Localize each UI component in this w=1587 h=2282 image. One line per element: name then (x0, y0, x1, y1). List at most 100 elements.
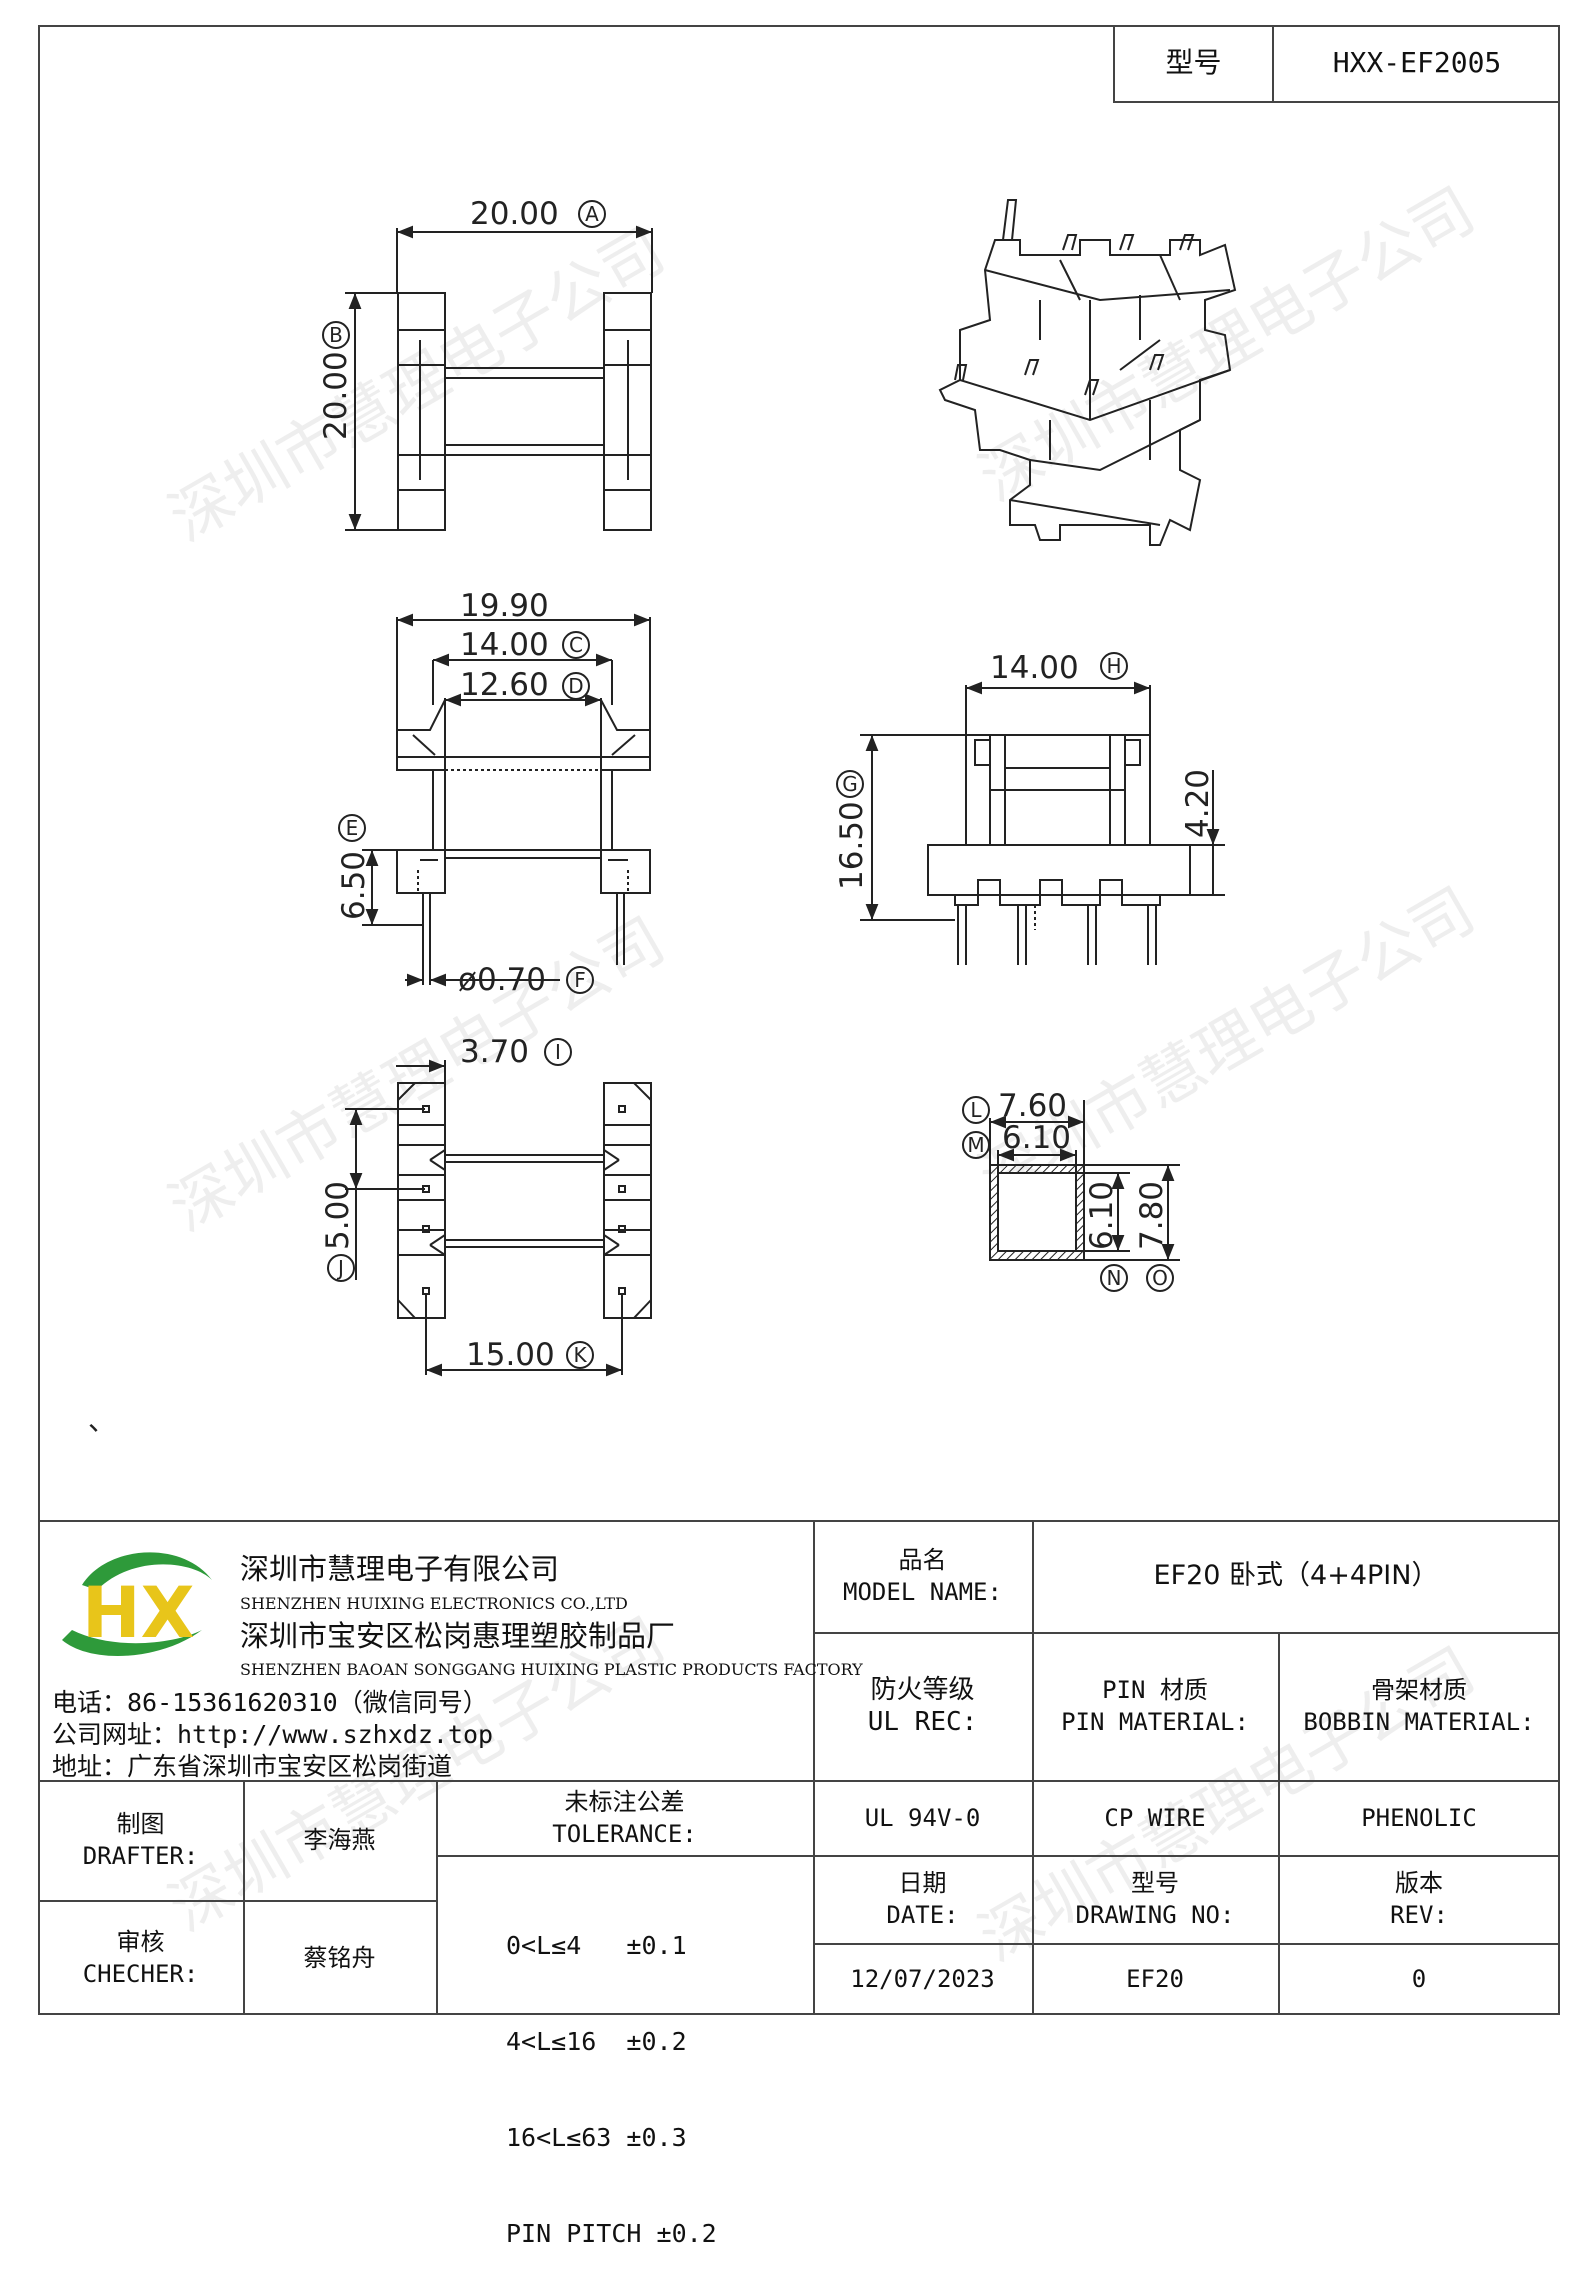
rev-value-cell: 0 (1278, 1943, 1560, 2015)
dim-d-label: 12.60 (460, 667, 549, 703)
date-cn: 日期 (898, 1869, 947, 1897)
tag-m: M (962, 1131, 990, 1159)
tag-n: N (1100, 1264, 1128, 1292)
tolerance-line: 4<L≤16 ±0.2 (506, 2027, 687, 2056)
company-phone: 电话：86-15361620310（微信同号） (52, 1688, 488, 1717)
rev-value: 0 (1411, 1965, 1427, 1993)
window-section-view (989, 1100, 1180, 1261)
company-name-en: SHENZHEN HUIXING ELECTRONICS CO.,LTD (240, 1594, 628, 1613)
ul-en: UL REC: (867, 1707, 978, 1737)
bottom-view (345, 1059, 652, 1377)
tag-d: D (562, 672, 590, 700)
model-name-header: 品名 MODEL NAME: (813, 1520, 1032, 1632)
dim-f-label: ø0.70 (458, 962, 546, 998)
company-logo: HX (62, 1552, 212, 1657)
dim-k-label: 15.00 (466, 1337, 555, 1373)
dim-total-width-label: 19.90 (460, 588, 549, 624)
model-label-cell: 型号 (1113, 25, 1274, 103)
drafter-cn: 制图 (116, 1810, 165, 1838)
drawing-value: EF20 (1126, 1965, 1184, 1993)
checker-cn: 审核 (116, 1927, 165, 1956)
svg-text:N: N (1107, 1266, 1122, 1290)
pin-en: PIN MATERIAL: (1061, 1708, 1249, 1736)
drawing-en: DRAWING NO: (1075, 1901, 1235, 1929)
ul-header: 防火等级 UL REC: (813, 1632, 1032, 1780)
rev-header: 版本 REV: (1278, 1855, 1560, 1943)
tolerance-line: 16<L≤63 ±0.3 (506, 2123, 687, 2152)
checker-name-cell: 蔡铭舟 (243, 1900, 436, 2015)
dim-e-label: 6.50 (336, 851, 372, 920)
drafter-en: DRAFTER: (82, 1842, 199, 1870)
svg-text:M: M (967, 1133, 984, 1157)
pin-value-cell: CP WIRE (1032, 1780, 1278, 1855)
top-view (345, 225, 653, 531)
tolerance-line: 0<L≤4 ±0.1 (506, 1931, 687, 1960)
company-address: 地址：广东省深圳市宝安区松岗街道 (52, 1752, 453, 1781)
dim-h-label: 14.00 (990, 650, 1079, 686)
tag-k: K (566, 1341, 594, 1369)
tolerance-cn: 未标注公差 (564, 1787, 685, 1816)
company-website: 公司网址：http://www.szhxdz.top (52, 1720, 494, 1749)
svg-text:J: J (336, 1256, 344, 1280)
bobbin-material-header: 骨架材质 BOBBIN MATERIAL: (1278, 1632, 1560, 1780)
tag-c: C (562, 631, 590, 659)
dim-a-label: 20.00 (470, 196, 559, 232)
drawing-sheet (38, 25, 1560, 2015)
drawing-cn: 型号 (1131, 1869, 1179, 1897)
tag-a: A (578, 200, 606, 228)
date-header: 日期 DATE: (813, 1855, 1032, 1943)
dim-b-label: 20.00 (318, 351, 354, 440)
checker-en: CHECHER: (82, 1959, 199, 1988)
drawing-no-header: 型号 DRAWING NO: (1032, 1855, 1278, 1943)
pin-material-header: PIN 材质 PIN MATERIAL: (1032, 1632, 1278, 1780)
dim-n-label: 6.10 (1084, 1181, 1120, 1250)
tag-i: I (544, 1038, 572, 1066)
ul-value-cell: UL 94V-0 (813, 1780, 1032, 1855)
ul-value: UL 94V-0 (864, 1803, 981, 1832)
svg-text:B: B (329, 323, 343, 347)
bobbin-value: PHENOLIC (1361, 1803, 1477, 1832)
tag-j: J (327, 1254, 355, 1282)
technical-drawing: 20.00 20.00 19.90 14.00 12.60 6.50 ø0.70… (88, 196, 1237, 1437)
date-value: 12/07/2023 (850, 1965, 995, 1993)
stray-mark: 、 (88, 1404, 116, 1437)
svg-text:I: I (555, 1040, 561, 1064)
tolerance-en: TOLERANCE: (552, 1819, 697, 1848)
isometric-view (938, 199, 1237, 546)
model-name-cn: 品名 (898, 1546, 947, 1574)
dim-side-height-label: 4.20 (1180, 769, 1216, 838)
dim-i-label: 3.70 (460, 1034, 529, 1070)
dim-l-label: 7.60 (998, 1088, 1067, 1124)
model-name-en: MODEL NAME: (843, 1578, 1002, 1606)
bobbin-value-cell: PHENOLIC (1278, 1780, 1560, 1855)
checker-name: 蔡铭舟 (303, 1943, 376, 1972)
tolerance-list: 0<L≤4 ±0.1 4<L≤16 ±0.2 16<L≤63 ±0.3 PIN … (506, 1866, 717, 2282)
tag-f: F (566, 966, 594, 994)
drafter-name-cell: 李海燕 (243, 1780, 436, 1900)
svg-text:H: H (1106, 654, 1121, 678)
ul-cn: 防火等级 (870, 1675, 975, 1705)
checker-header: 审核 CHECHER: (38, 1900, 243, 2015)
pin-cn: PIN 材质 (1102, 1676, 1208, 1704)
svg-text:O: O (1152, 1266, 1168, 1290)
svg-text:D: D (568, 674, 583, 698)
tolerance-header: 未标注公差 TOLERANCE: (436, 1780, 813, 1855)
tag-l: L (962, 1096, 990, 1124)
svg-text:K: K (573, 1343, 587, 1367)
dim-g-label: 16.50 (834, 801, 870, 890)
svg-text:L: L (970, 1098, 982, 1122)
bobbin-en: BOBBIN MATERIAL: (1303, 1708, 1535, 1736)
bobbin-cn: 骨架材质 (1371, 1676, 1467, 1704)
drawing-value-cell: EF20 (1032, 1943, 1278, 2015)
logo-text: HX (82, 1572, 195, 1654)
dim-j-label: 5.00 (320, 1181, 356, 1250)
side-view (860, 681, 1225, 965)
tag-o: O (1146, 1264, 1174, 1292)
svg-text:C: C (569, 633, 583, 657)
svg-text:A: A (585, 202, 599, 226)
drafter-header: 制图 DRAFTER: (38, 1780, 243, 1900)
date-en: DATE: (886, 1901, 959, 1929)
svg-text:E: E (346, 816, 359, 840)
tag-h: H (1100, 652, 1128, 680)
model-label: 型号 (1165, 46, 1222, 79)
